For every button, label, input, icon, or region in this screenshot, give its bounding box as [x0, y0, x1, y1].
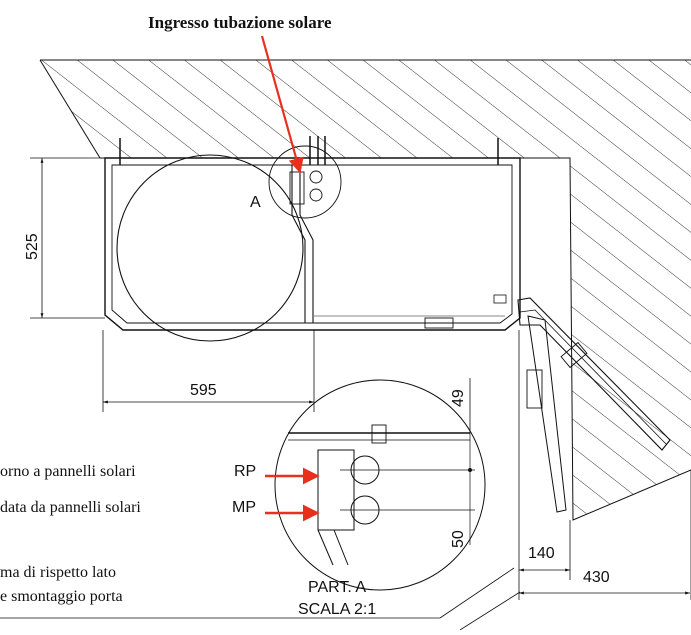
leader-lines [0, 567, 521, 631]
door-panel [517, 297, 671, 513]
dimension-595 [102, 330, 315, 412]
dim-50-label: 50 [450, 530, 467, 548]
dim-140-label: 140 [528, 545, 555, 562]
note-line-2: e smontaggio porta [0, 588, 123, 605]
detail-marker: A [250, 194, 261, 211]
solar-pipe-arrow [260, 35, 304, 174]
mp-description: data da pannelli solari [0, 499, 141, 516]
title-label: Ingresso tubazione solare [148, 13, 332, 32]
dim-49-label: 49 [450, 389, 467, 407]
dimension-525 [30, 157, 105, 319]
detail-scale: SCALA 2:1 [298, 601, 376, 618]
dim-595-label: 595 [190, 382, 217, 399]
rp-code: RP [234, 463, 256, 480]
detail-a-circle [268, 145, 342, 219]
fan-circle [116, 154, 304, 342]
wall-left-edge [39, 59, 101, 159]
unit-body [104, 136, 521, 342]
dimension-140-430 [518, 330, 691, 600]
dim-525-label: 525 [24, 233, 41, 260]
note-line-1: ma di rispetto lato [0, 564, 116, 581]
dim-430-label: 430 [583, 569, 610, 586]
rp-description: orno a pannelli solari [0, 463, 136, 480]
detail-a-enlarged [274, 378, 486, 591]
detail-title: PART. A [308, 579, 366, 596]
mp-code: MP [232, 499, 256, 516]
wall-hatch [40, 60, 691, 520]
